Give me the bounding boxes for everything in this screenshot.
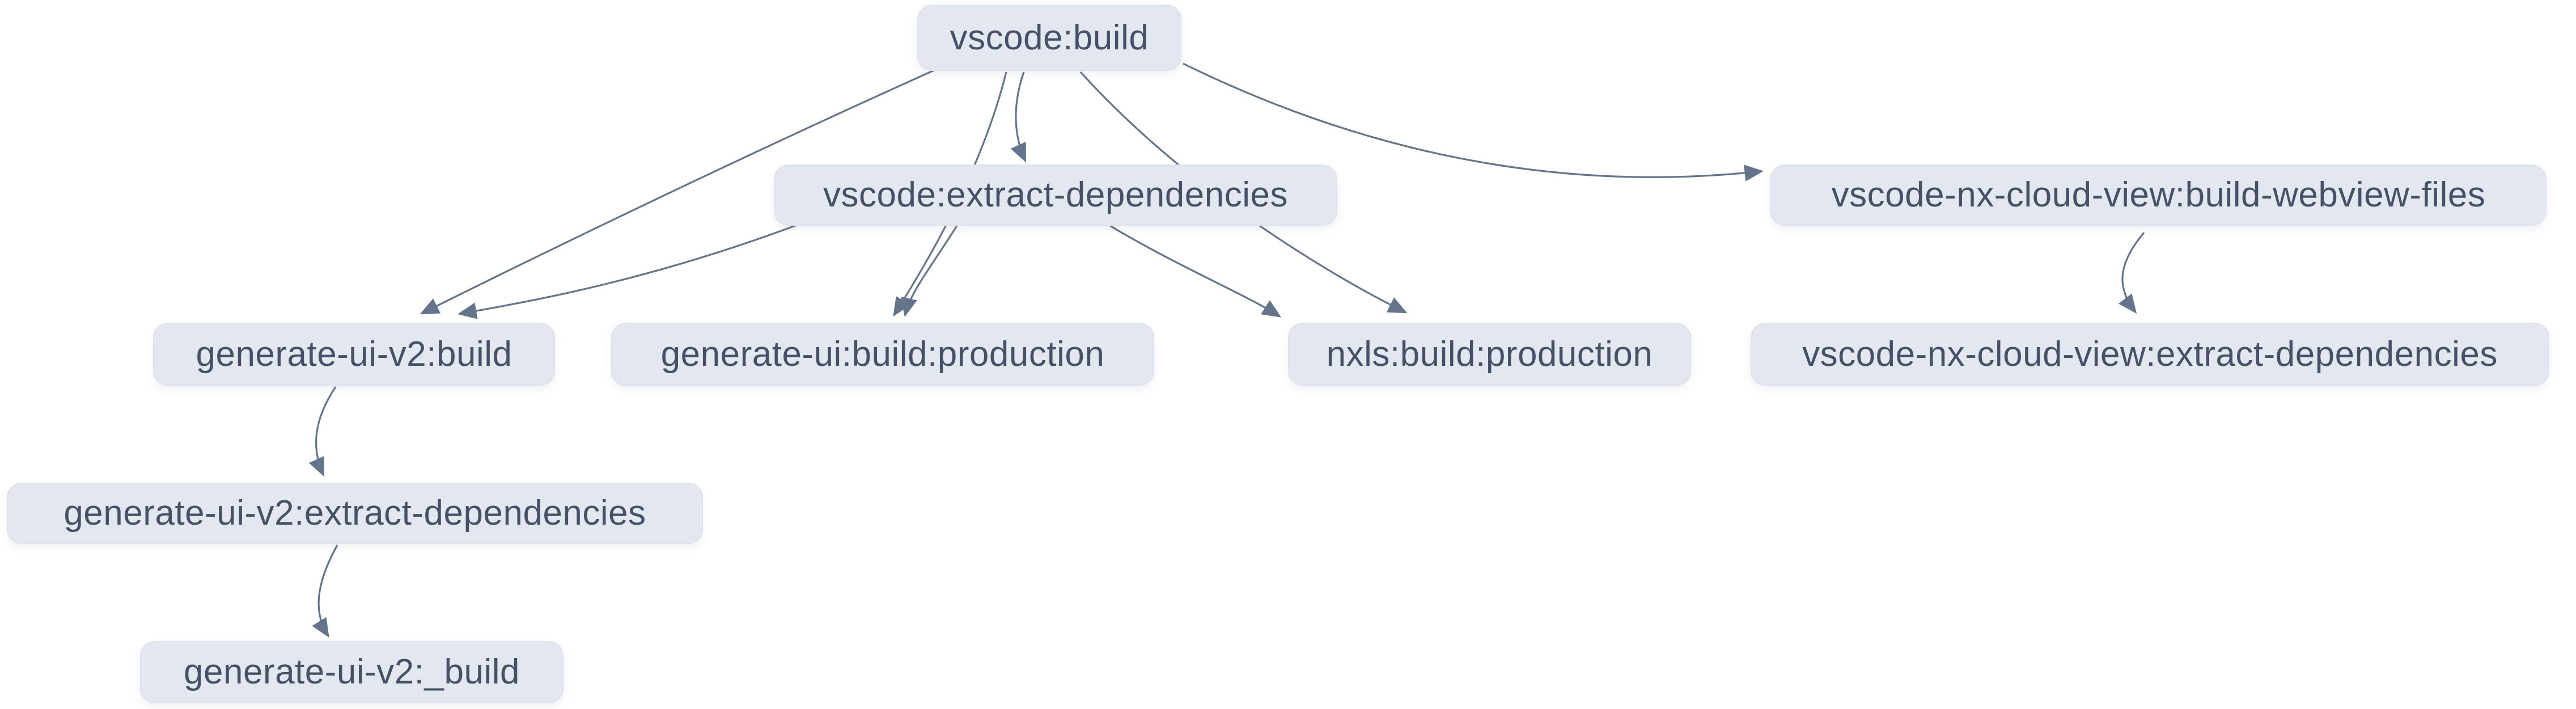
task-node-generate-ui-v2-build[interactable]: generate-ui-v2:build: [153, 323, 555, 386]
edge-generate-ui-v2-extract-dependencies-to-generate-ui-v2-_build: [312, 545, 338, 638]
edge-vscode-build-to-vscode-extract-dependencies: [1010, 71, 1027, 163]
edge-vscode-extract-dependencies-to-generate-ui-build-production: [901, 225, 958, 317]
edge-vscode-nx-cloud-view-build-webview-files-to-vscode-nx-cloud-view-extract-dependencies: [2118, 231, 2145, 314]
task-node-vscode-extract-dependencies[interactable]: vscode:extract-dependencies: [774, 164, 1337, 226]
task-node-generate-ui-v2-_build[interactable]: generate-ui-v2:_build: [140, 641, 564, 703]
edge-vscode-extract-dependencies-to-nxls-build-production: [1109, 225, 1282, 318]
task-node-vscode-nx-cloud-view-build-webview-files[interactable]: vscode-nx-cloud-view:build-webview-files: [1770, 164, 2547, 226]
edge-vscode-build-to-vscode-nx-cloud-view-build-webview-files: [1183, 62, 1764, 182]
task-node-nxls-build-production[interactable]: nxls:build:production: [1288, 323, 1691, 386]
edge-generate-ui-v2-build-to-generate-ui-v2-extract-dependencies: [308, 386, 337, 477]
task-node-generate-ui-v2-extract-dependencies[interactable]: generate-ui-v2:extract-dependencies: [7, 483, 703, 544]
task-node-vscode-nx-cloud-view-extract-dependencies[interactable]: vscode-nx-cloud-view:extract-dependencie…: [1751, 323, 2549, 386]
task-node-generate-ui-build-production[interactable]: generate-ui:build:production: [611, 323, 1154, 386]
task-node-vscode-build[interactable]: vscode:build: [917, 5, 1181, 71]
edge-vscode-build-to-generate-ui-v2-build: [420, 68, 937, 315]
edge-vscode-extract-dependencies-to-generate-ui-v2-build: [457, 223, 799, 319]
